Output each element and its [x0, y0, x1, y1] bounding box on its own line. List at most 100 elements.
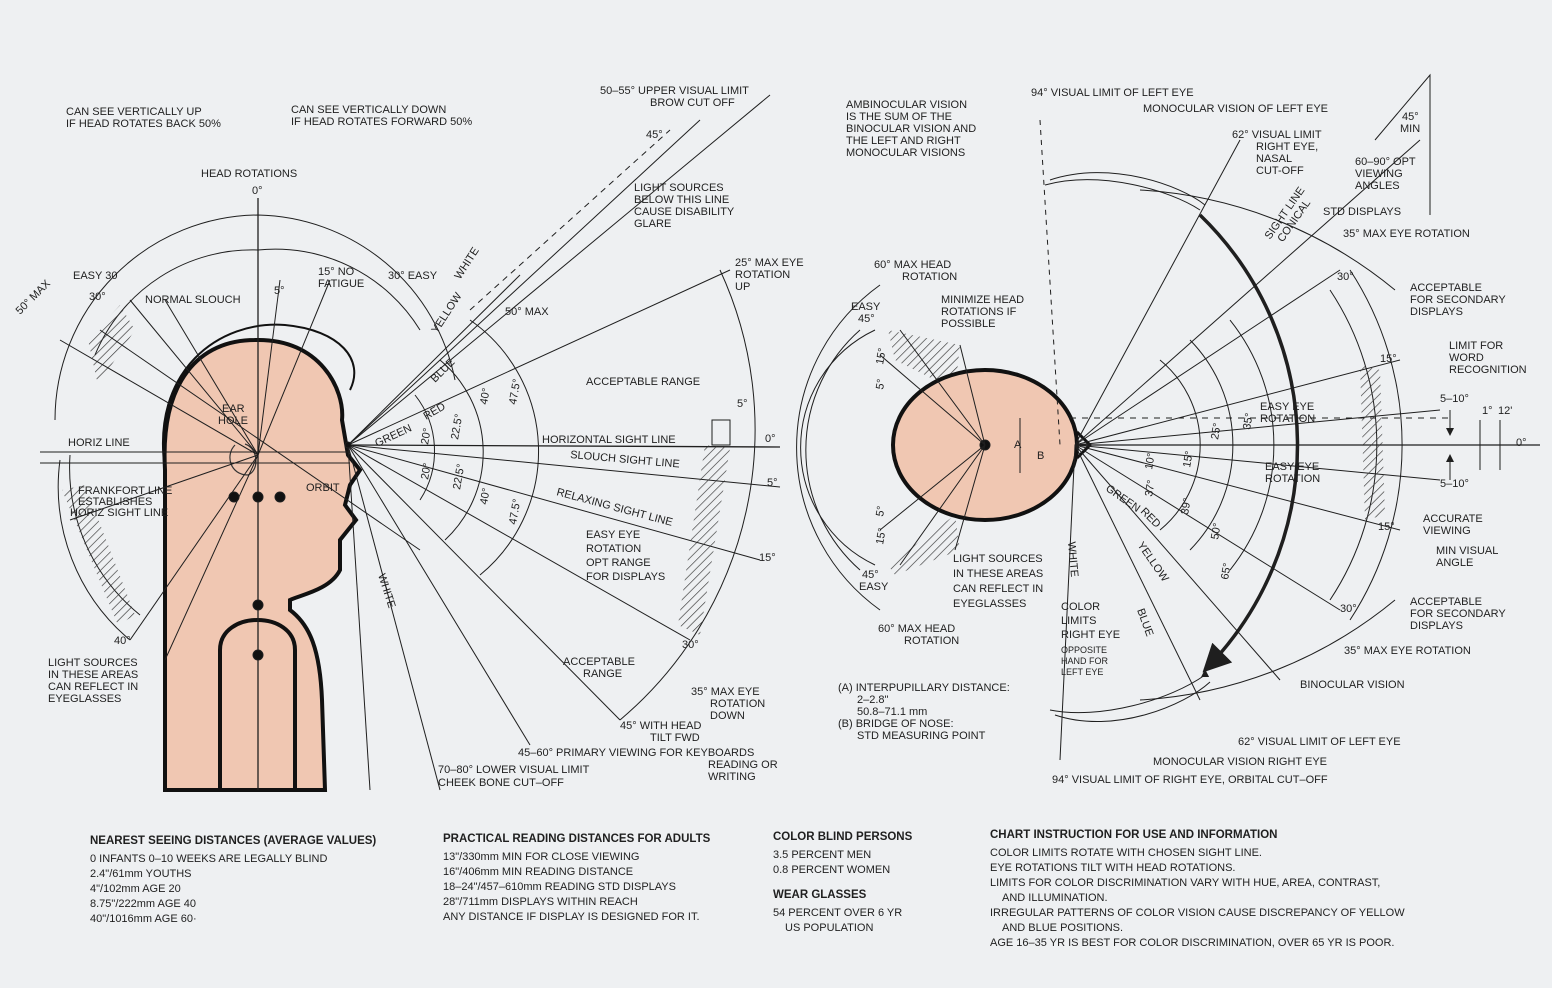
- label-ang-5b: 5°: [874, 505, 888, 517]
- label-easy-30-right: 30° EASY: [388, 270, 438, 282]
- label-max-head-bottom-1: 60° MAX HEAD: [878, 623, 955, 635]
- label-acceptable-range-bottom-1: ACCEPTABLE: [563, 656, 635, 668]
- svg-text:(A) INTERPUPILLARY DISTANCE:2–: (A) INTERPUPILLARY DISTANCE:2–2.8"50.8–7…: [838, 682, 1010, 742]
- label-max-eye-up-3: UP: [735, 281, 750, 293]
- label-easy-eye-opt-1: EASY EYE: [586, 529, 640, 541]
- label-slouch-sight: SLOUCH SIGHT LINE: [570, 449, 680, 471]
- label-opt-viewing-2: VIEWING: [1355, 168, 1403, 180]
- color-blind-block: COLOR BLIND PERSONS 3.5 PERCENT MEN 0.8 …: [773, 830, 912, 936]
- instructions-line: COLOR LIMITS ROTATE WITH CHOSEN SIGHT LI…: [990, 847, 1262, 859]
- label-limit-right-94: 94° VISUAL LIMIT OF RIGHT EYE, ORBITAL C…: [1052, 774, 1328, 786]
- label-angle-47a: 47.5°: [507, 378, 523, 406]
- label-green-top: GREEN: [1103, 483, 1142, 515]
- color-arc-medium: [439, 359, 484, 541]
- nearest-title: NEAREST SEEING DISTANCES (AVERAGE VALUES…: [90, 835, 377, 847]
- acceptable-range-hatch: [678, 445, 730, 635]
- nearest-line: 40"/1016mm AGE 60·: [90, 913, 197, 925]
- reading-line: 28"/711mm DISPLAYS WITHIN REACH: [443, 896, 638, 908]
- label-white-lower: WHITE: [375, 572, 397, 609]
- nearest-distances-block: NEAREST SEEING DISTANCES (AVERAGE VALUES…: [90, 834, 376, 927]
- label-easy-45-bottom-1: 45°: [862, 569, 879, 581]
- head-silhouette: [162, 337, 363, 792]
- label-max-eye-rot-top: 35° MAX EYE ROTATION: [1343, 228, 1470, 240]
- label-min-visual-angle-2: ANGLE: [1436, 557, 1473, 569]
- label-ang-25: 25°: [1209, 422, 1224, 440]
- instructions-line: AGE 16–35 YR IS BEST FOR COLOR DISCRIMIN…: [990, 937, 1395, 949]
- label-head-rotations: HEAD ROTATIONS: [201, 168, 297, 180]
- label-easy-eye-rot-bottom-1: EASY EYE: [1265, 461, 1319, 473]
- reading-line: 13"/330mm MIN FOR CLOSE VIEWING: [443, 851, 640, 863]
- label-eyeglasses-3: CAN REFLECT IN: [48, 681, 138, 693]
- svg-text:45°EASY: 45°EASY: [859, 569, 889, 593]
- binocular-arc: [1198, 213, 1300, 673]
- label-deg-15-top: 15°: [1380, 353, 1397, 365]
- label-glare-4: GLARE: [634, 218, 671, 230]
- label-ambinocular-5: MONOCULAR VISIONS: [846, 147, 965, 159]
- acceptable-range-box: [711, 419, 731, 446]
- label-blue-top: BLUE: [1134, 607, 1155, 638]
- label-no-fatigue-2: FATIGUE: [318, 278, 364, 290]
- label-limit-right-62-4: CUT-OFF: [1256, 165, 1304, 177]
- label-eyeglasses-1: LIGHT SOURCES: [48, 657, 138, 669]
- label-deg-30-top: 30°: [1337, 271, 1354, 283]
- label-ang-50: 50°: [1209, 522, 1224, 540]
- label-max-eye-up-2: ROTATION: [735, 269, 790, 281]
- label-limit-right-62-3: NASAL: [1256, 153, 1292, 165]
- outer-left-arc: [57, 459, 131, 641]
- label-can-see-up-2: IF HEAD ROTATES BACK 50%: [66, 118, 221, 130]
- label-color-limits-1: COLOR: [1061, 601, 1100, 613]
- label-interpupillary-2: 2–2.8": [857, 694, 889, 706]
- eye-rays: [59, 94, 781, 791]
- label-white-upper: WHITE: [452, 245, 481, 281]
- label-deg-0-top: 0°: [252, 185, 263, 197]
- glasses-title: WEAR GLASSES: [773, 889, 867, 901]
- label-primary-viewing-1: 45–60° PRIMARY VIEWING FOR KEYBOARDS: [518, 747, 754, 759]
- label-glare-1: LIGHT SOURCES: [634, 182, 724, 194]
- label-angle-22a: 22.5°: [449, 413, 465, 441]
- glasses-line: 54 PERCENT OVER 6 YR: [773, 907, 903, 919]
- label-deg-0-right: 0°: [765, 433, 776, 445]
- label-50-max: 50° MAX: [14, 277, 54, 317]
- label-ang-5a: 5°: [874, 378, 888, 390]
- mono-left-arc: [1044, 179, 1201, 211]
- label-1-deg: 1°: [1482, 405, 1493, 417]
- label-ambinocular-1: AMBINOCULAR VISION: [846, 99, 967, 111]
- main-arc-large: [1139, 189, 1396, 291]
- eye-rotation-arc: [619, 269, 756, 721]
- label-opt-viewing-1: 60–90° OPT: [1355, 156, 1416, 168]
- label-accurate-viewing-2: VIEWING: [1423, 525, 1471, 537]
- label-yellow: YELLOW: [429, 290, 464, 336]
- label-angle-40b: 40°: [478, 487, 493, 505]
- point-d: [252, 599, 264, 611]
- nearest-line: 8.75"/222mm AGE 40: [90, 898, 197, 910]
- label-minimize-head-1: MINIMIZE HEAD: [941, 294, 1024, 306]
- label-deg-5-right: 5°: [737, 398, 748, 410]
- svg-text:45°MIN: 45°MIN: [1400, 111, 1420, 135]
- label-eyeglasses-4: EYEGLASSES: [48, 693, 121, 705]
- ear: [229, 443, 257, 476]
- label-easy-eye-opt-2: ROTATION: [586, 543, 641, 555]
- top-view: [796, 73, 1540, 761]
- label-normal-slouch: NORMAL SLOUCH: [145, 294, 241, 306]
- label-ambinocular-3: BINOCULAR VISION AND: [846, 123, 976, 135]
- label-ear-hole-1: EAR: [222, 403, 245, 415]
- label-binocular: BINOCULAR VISION: [1300, 679, 1405, 691]
- label-0-deg: 0°: [1516, 437, 1527, 449]
- label-lower-limit-2: CHEEK BONE CUT–OFF: [438, 777, 564, 789]
- label-max-eye-rot-bottom: 35° MAX EYE ROTATION: [1344, 645, 1471, 657]
- label-5-10-bottom: 5–10°: [1440, 478, 1469, 490]
- instructions-line: LIMITS FOR COLOR DISCRIMINATION VARY WIT…: [990, 877, 1381, 889]
- label-interpupillary-5: STD MEASURING POINT: [857, 730, 986, 742]
- nearest-line: 2.4"/61mm YOUTHS: [90, 868, 192, 880]
- label-white-top: WHITE: [1065, 541, 1080, 577]
- color-blind-line: 3.5 PERCENT MEN: [773, 849, 872, 861]
